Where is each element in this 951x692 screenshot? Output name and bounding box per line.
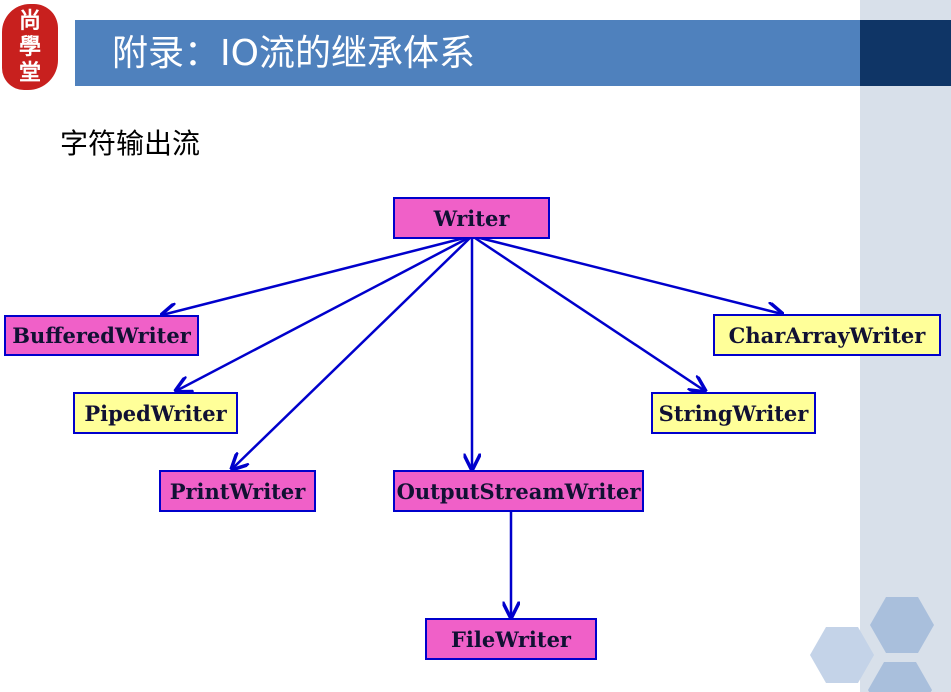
slide-title: 附录：IO流的继承体系 — [112, 33, 475, 74]
node-chararraywriter: CharArrayWriter — [713, 314, 941, 356]
seal-char: 尚 — [18, 8, 41, 34]
edge-writer-pipedwriter — [176, 234, 473, 391]
seal-char: 學 — [18, 34, 41, 60]
node-printwriter: PrintWriter — [159, 470, 316, 512]
edge-writer-printwriter — [232, 235, 473, 469]
hexagon-decor — [870, 597, 934, 653]
node-outputstreamwriter: OutputStreamWriter — [393, 470, 644, 512]
title-bar-accent — [860, 20, 951, 86]
node-writer: Writer — [393, 197, 550, 239]
slide-subtitle: 字符输出流 — [60, 127, 201, 160]
edge-writer-stringwriter — [471, 234, 705, 391]
logo-seal: 尚 學 堂 — [2, 4, 58, 90]
hexagon-decor — [868, 662, 932, 692]
title-bar — [75, 20, 860, 86]
node-stringwriter: StringWriter — [651, 392, 816, 434]
node-filewriter: FileWriter — [425, 618, 597, 660]
edge-writer-chararraywriter — [471, 234, 782, 314]
edge-writer-bufferedwriter — [162, 234, 473, 315]
node-pipedwriter: PipedWriter — [73, 392, 238, 434]
hexagon-decor — [810, 627, 874, 683]
seal-char: 堂 — [18, 60, 41, 86]
node-bufferedwriter: BufferedWriter — [4, 315, 199, 356]
